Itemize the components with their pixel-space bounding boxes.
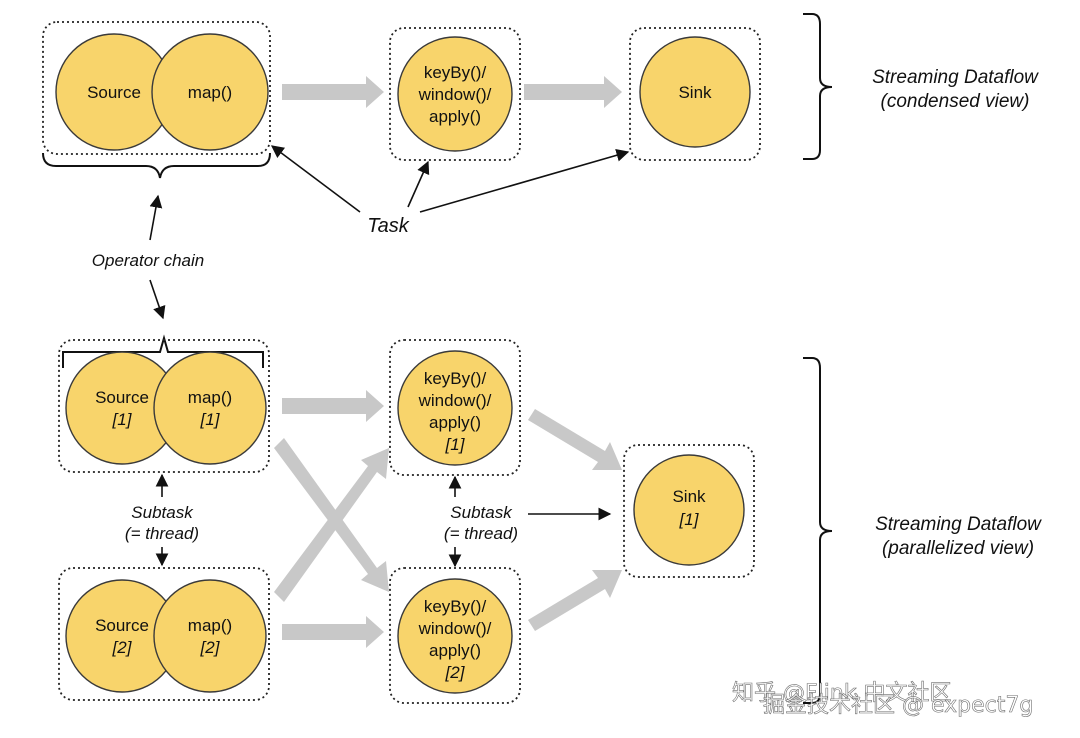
keyby-operator [397, 36, 513, 152]
task-label: Task [367, 215, 410, 237]
map-1-operator [153, 351, 267, 465]
operator-chain-pointer-down [149, 279, 166, 320]
keyby-label-line1: keyBy()/ [424, 63, 487, 82]
subtask-left-label: Subtask [131, 503, 194, 522]
subtask-mid-label: Subtask [450, 503, 513, 522]
sink-1-index: [1] [679, 510, 700, 529]
condensed-view-bracket [803, 13, 833, 160]
keyby-label-line3: apply() [429, 107, 481, 126]
sink-task-box [629, 27, 761, 161]
condensed-view-title: Streaming Dataflow [872, 67, 1039, 88]
flow-arrow-map2-to-keyby1 [274, 448, 389, 602]
keyby-task-box [389, 27, 521, 161]
source-1-index: [1] [112, 410, 133, 429]
map-2-label: map() [188, 616, 232, 635]
sink-operator [639, 36, 751, 148]
map-2-operator [153, 579, 267, 693]
condensed-view-subtitle: (condensed view) [881, 91, 1030, 112]
keyby-1-line3: apply() [429, 413, 481, 432]
keyby-1-line1: keyBy()/ [424, 369, 487, 388]
flow-arrow-keyby-to-sink [524, 76, 622, 108]
keyby-2-line2: window()/ [418, 619, 492, 638]
flow-arrow-map2-to-keyby2 [282, 616, 384, 648]
flow-arrow-keyby2-to-sink [528, 570, 622, 631]
source-1-label: Source [95, 388, 149, 407]
keyby-2-task-box [389, 567, 521, 704]
watermark-line1: 知乎 @Flink 中文社区 [732, 681, 952, 706]
keyby-2-operator [397, 578, 513, 694]
keyby-label-line2: window()/ [418, 85, 492, 104]
task-pointer-source-map [270, 145, 361, 213]
sink-1-label: Sink [672, 487, 706, 506]
sink-1-task-box [623, 444, 755, 578]
parallelized-view-bracket [803, 357, 833, 704]
flow-arrow-keyby1-to-sink [528, 409, 622, 470]
map-1-index: [1] [200, 410, 221, 429]
keyby-1-index: [1] [445, 435, 466, 454]
keyby-1-line2: window()/ [418, 391, 492, 410]
task-pointer-keyby [407, 160, 430, 208]
operator-chain-label: Operator chain [92, 251, 204, 270]
task-pointer-sink [419, 149, 630, 213]
source-2-label: Source [95, 616, 149, 635]
sink-label: Sink [678, 83, 712, 102]
source-map-task-box [42, 21, 271, 155]
keyby-1-operator [397, 350, 513, 466]
keyby-2-line1: keyBy()/ [424, 597, 487, 616]
map-label: map() [188, 83, 232, 102]
source-label: Source [87, 83, 141, 102]
sink-1-operator [633, 454, 745, 566]
map-operator [151, 33, 269, 151]
subtask-left-sublabel: (= thread) [125, 524, 199, 543]
parallelized-view-subtitle: (parallelized view) [882, 538, 1034, 559]
watermark-line2: 掘金技术社区 @ expect7g [763, 693, 1033, 718]
parallelized-view-title: Streaming Dataflow [875, 514, 1042, 535]
source-map-1-task-box [58, 339, 270, 473]
subtask-mid-sublabel: (= thread) [444, 524, 518, 543]
flow-arrow-source-to-keyby [282, 76, 384, 108]
operator-chain-bracket-bottom [62, 334, 264, 368]
keyby-1-task-box [389, 339, 521, 476]
keyby-2-index: [2] [445, 663, 466, 682]
map-1-label: map() [188, 388, 232, 407]
operator-chain-bracket-top [42, 152, 271, 179]
keyby-2-line3: apply() [429, 641, 481, 660]
source-2-index: [2] [112, 638, 133, 657]
flow-arrow-map1-to-keyby1 [282, 390, 384, 422]
operator-chain-pointer-up [149, 194, 163, 241]
map-2-index: [2] [200, 638, 221, 657]
source-map-2-task-box [58, 567, 270, 701]
